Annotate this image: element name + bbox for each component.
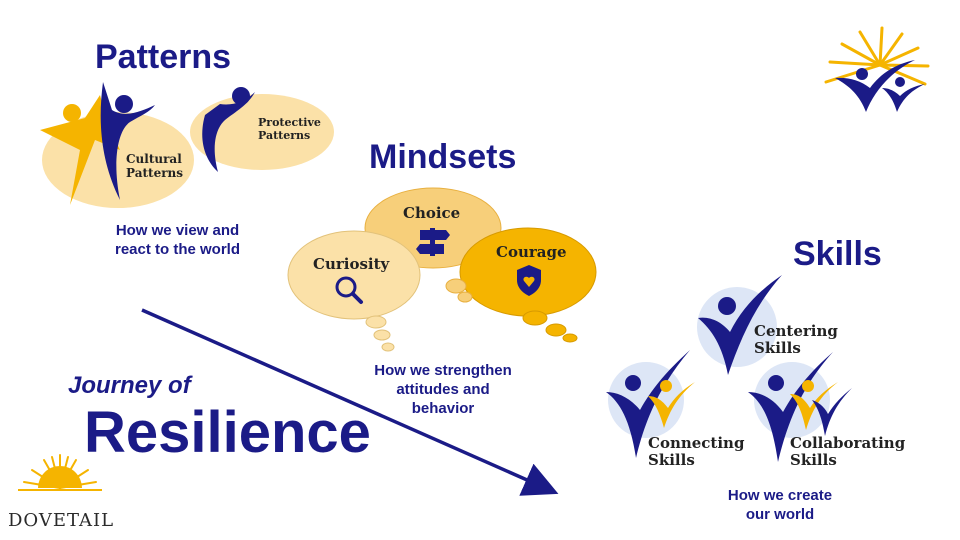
signpost-icon [416,228,450,256]
courage-trail-2 [545,323,567,337]
curiosity-label: Curiosity [313,255,390,273]
resilience-title: Resilience [84,400,371,465]
patterns-description: How we view and react to the world [114,222,241,258]
centering-figure-icon [698,275,782,375]
collaborating-skills-label: Collaborating Skills [790,434,906,469]
protective-figure-icon [202,92,255,172]
magnifier-icon [335,276,363,304]
curiosity-trail-1 [365,315,387,329]
collaborating-figure-2-icon [812,388,852,436]
collaborating-head-icon [768,375,784,391]
cultural-patterns-label: Cultural Patterns [126,152,183,180]
curiosity-trail-3 [381,342,395,352]
connecting-skills-label: Connecting Skills [648,434,745,469]
connecting-gold-figure-icon [648,382,695,428]
courage-trail-3 [562,333,578,343]
choice-trail-2 [457,291,473,303]
courage-trail-1 [522,310,548,326]
shield-heart-icon [517,265,541,296]
gold-figure-head-icon [63,104,81,122]
connecting-figure-icon [606,350,690,458]
journey-arrow [141,308,559,496]
protective-figure-head-icon [232,87,250,105]
dovetail-sun-icon [18,454,102,491]
gold-figure-icon [40,95,120,205]
journey-of-text: Journey of [68,372,191,399]
sunburst-logo-icon [824,26,930,112]
collaborating-gold-head-icon [802,380,814,392]
connecting-gold-head-icon [660,380,672,392]
patterns-heading: Patterns [95,38,232,76]
skills-description: How we create our world [727,487,833,523]
curiosity-bubble [287,230,421,320]
choice-trail-1 [445,278,467,294]
connecting-head-icon [625,375,641,391]
skills-heading: Skills [793,235,882,273]
choice-label: Choice [403,204,461,222]
mindsets-heading: Mindsets [369,138,517,176]
navy-figure-head-icon [115,95,133,113]
dovetail-logo-text: DOVETAIL [8,510,115,531]
navy-figure-icon [100,82,155,200]
collaborating-figure-icon [748,352,833,462]
protective-patterns-label: Protective Patterns [258,116,321,142]
collaborating-gold-figure-icon [790,382,838,430]
mindsets-description: How we strengthen attitudes and behavior [374,362,512,417]
centering-head-icon [718,297,736,315]
courage-label: Courage [496,243,567,261]
curiosity-trail-2 [373,329,391,341]
centering-skills-label: Centering Skills [754,322,838,357]
